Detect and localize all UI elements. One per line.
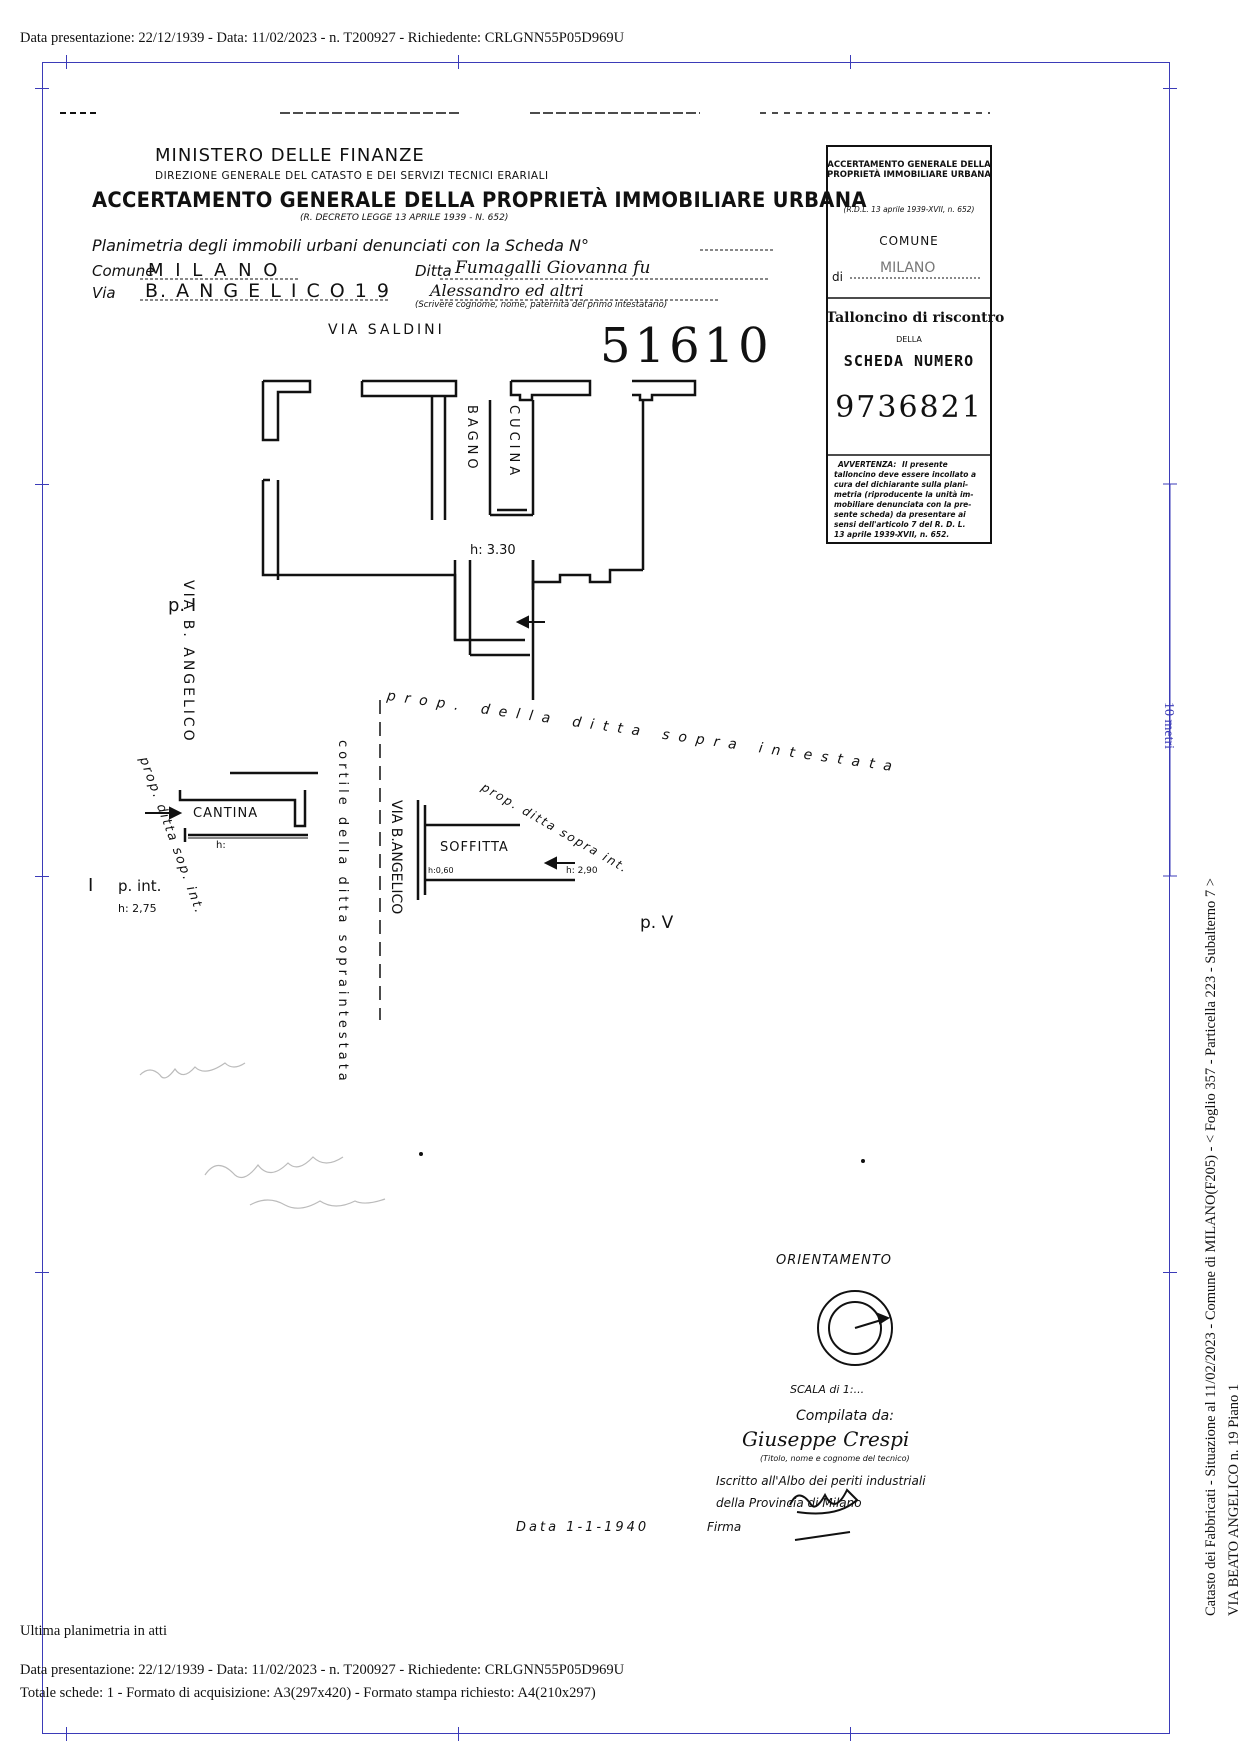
scala-label: SCALA di 1:... — [790, 1383, 865, 1396]
piano-I-label: p. I — [168, 595, 197, 616]
piano-int-label: p. int. — [118, 877, 162, 895]
via-saldini-label: VIA SALDINI — [328, 322, 445, 338]
document-title: ACCERTAMENTO GENERALE DELLA PROPRIETÀ IM… — [92, 188, 867, 212]
side-text-line-2: VIA BEATO ANGELICO n. 19 Piano 1 — [1226, 1383, 1241, 1616]
avvertenza-line-4: mobiliare denunciata con la pre- — [834, 500, 972, 509]
frame-tick — [35, 484, 49, 485]
avvertenza-line-3: metria (riproducente la unità im- — [834, 490, 974, 499]
avvertenza-line-6: sensi dell'articolo 7 del R. D. L. — [834, 520, 966, 529]
tallone-box — [826, 145, 992, 544]
planimetry-line: Planimetria degli immobili urbani denunc… — [92, 236, 589, 255]
iscritto-label: Iscritto all'Albo dei periti industriali — [716, 1474, 926, 1488]
ditta-label: Ditta — [415, 262, 452, 280]
orientation-label: ORIENTAMENTO — [776, 1253, 893, 1268]
footer-ultima: Ultima planimetria in atti — [20, 1623, 167, 1639]
soffitta-h-right: h: 2,90 — [566, 866, 598, 876]
via-label: Via — [92, 284, 116, 302]
piano-V-label: p. V — [640, 913, 674, 933]
page-frame — [42, 62, 1170, 1734]
scheda-number: 51610 — [600, 318, 773, 374]
avvertenza-line-7: 13 aprile 1939-XVII, n. 652. — [834, 530, 950, 539]
frame-tick — [66, 55, 67, 69]
comune-value: M I L A N O — [148, 260, 281, 281]
cortile-label: cortile della ditta sopraintestata — [335, 740, 350, 1085]
data-label: Data 1-1-1940 — [516, 1520, 650, 1535]
soffitta-label: SOFFITTA — [440, 840, 509, 855]
avvertenza-line-1: talloncino deve essere incollato a — [834, 470, 977, 479]
tallone-heading: ACCERTAMENTO GENERALE DELLA PROPRIETÀ IM… — [826, 160, 992, 180]
avvertenza-line-0: Il presente — [902, 460, 948, 469]
ditta-note: (Scrivere cognome, nome, paternità del p… — [415, 300, 668, 310]
avvertenza-title: AVVERTENZA: — [838, 460, 897, 469]
cantina-label: CANTINA — [193, 806, 259, 821]
ditta-value: Fumagalli Giovanna fu — [455, 258, 651, 278]
comune-label: Comune — [92, 262, 155, 280]
header-line: Data presentazione: 22/12/1939 - Data: 1… — [20, 30, 625, 46]
frame-tick — [66, 1727, 67, 1741]
via-angelico-2-label: VIA B.ANGELICO — [388, 800, 404, 915]
firma-label: Firma — [707, 1520, 742, 1534]
tallone-di-label: di — [832, 270, 843, 284]
footer-line-2: Totale schede: 1 - Formato di acquisizio… — [20, 1685, 596, 1701]
height-main: h: 3.30 — [470, 543, 516, 558]
bagno-label: BAGNO — [464, 405, 479, 473]
compilata-label: Compilata da: — [796, 1408, 894, 1424]
decree-label: (R. DECRETO LEGGE 13 APRILE 1939 - N. 65… — [300, 213, 509, 223]
side-text-line-1: Catasto dei Fabbricati - Situazione al 1… — [1203, 878, 1219, 1616]
soffitta-h-left: h:0,60 — [428, 866, 454, 875]
frame-tick — [35, 1272, 49, 1273]
ministry-label: MINISTERO DELLE FINANZE — [155, 145, 425, 166]
frame-tick — [1163, 1272, 1177, 1273]
tallone-comune-label: COMUNE — [879, 234, 939, 248]
frame-tick — [850, 55, 851, 69]
signature-name-note: (Titolo, nome e cognome del tecnico) — [760, 1454, 910, 1463]
piano-int-h: h: 2,75 — [118, 902, 157, 915]
cucina-label: CUCINA — [506, 405, 521, 480]
frame-tick — [35, 88, 49, 89]
frame-tick — [850, 1727, 851, 1741]
frame-tick — [458, 55, 459, 69]
frame-tick — [35, 876, 49, 877]
avvertenza-line-2: cura del dichiarante sulla plani- — [834, 480, 969, 489]
tallone-della: DELLA — [896, 335, 922, 344]
provincia-label: della Provincia di Milano — [716, 1496, 862, 1510]
tallone-scheda-value: 9736821 — [835, 390, 983, 425]
via-value: B. A N G E L I C O 1 9 — [145, 280, 391, 302]
tallone-title: Talloncino di riscontro — [826, 310, 1005, 326]
cantina-h-label: h: — [216, 840, 226, 851]
tallone-decree: (R.D.L. 13 aprile 1939-XVII, n. 652) — [843, 205, 975, 214]
frame-tick — [1163, 88, 1177, 89]
footer-line-1: Data presentazione: 22/12/1939 - Data: 1… — [20, 1662, 625, 1678]
tallone-scheda-label: SCHEDA NUMERO — [843, 352, 975, 370]
tallone-di-value: MILANO — [880, 260, 936, 276]
signature-name: Giuseppe Crespi — [742, 1427, 910, 1451]
avvertenza-line-5: sente scheda) da presentare ai — [834, 510, 966, 519]
ditta-value-2: Alessandro ed altri — [430, 281, 584, 300]
frame-tick — [458, 1727, 459, 1741]
piano-int-prefix: I — [88, 875, 94, 896]
direction-label: DIREZIONE GENERALE DEL CATASTO E DEI SER… — [155, 170, 549, 182]
